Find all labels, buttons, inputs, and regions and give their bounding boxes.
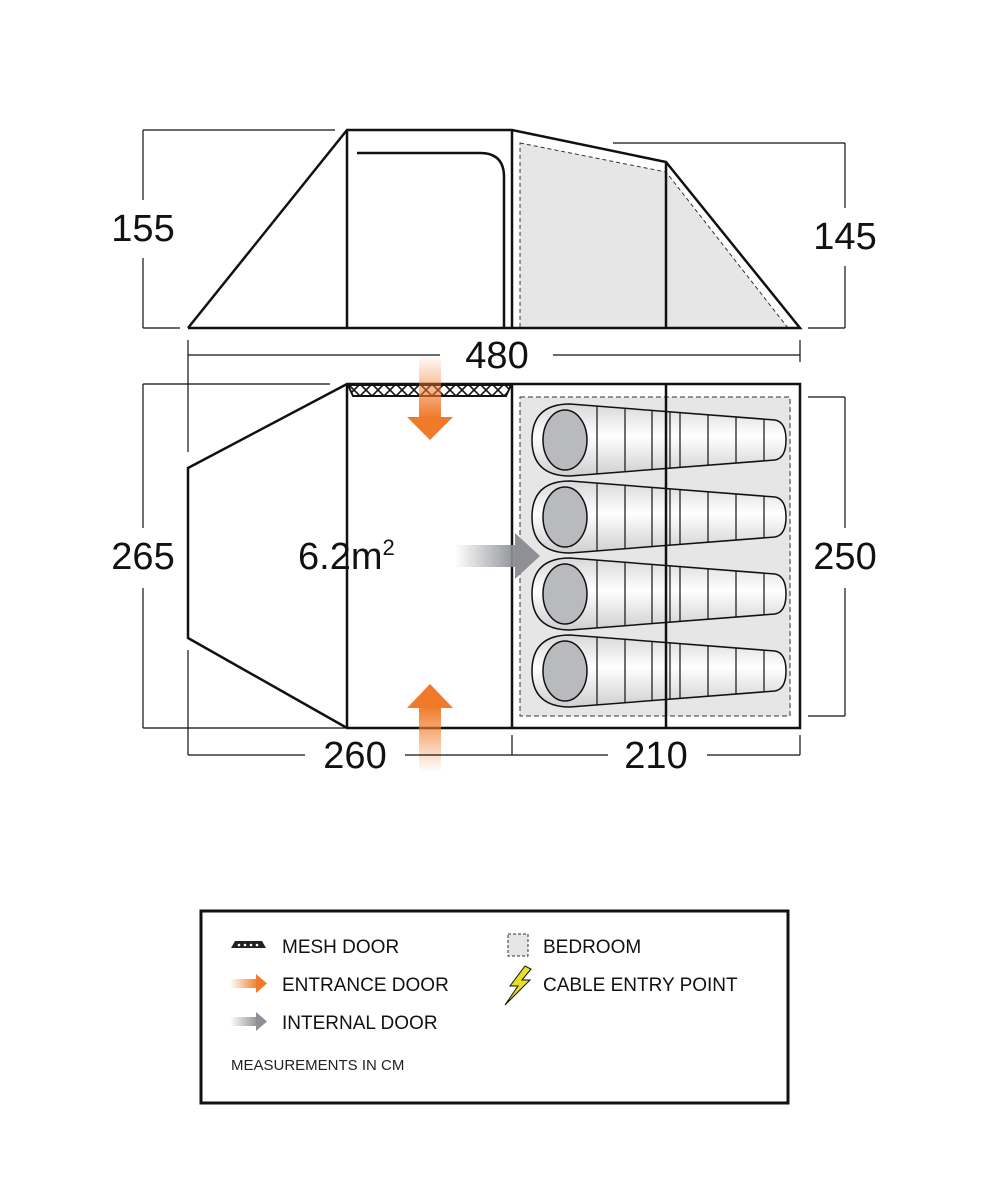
height-right-label: 145 [813,216,876,258]
living-length-label: 260 [323,735,386,777]
bedroom-elevation [519,142,790,329]
legend: MESH DOOR ENTRANCE DOOR INTERNAL DOOR BE… [199,909,790,1105]
gray-arrow-icon [230,1012,267,1031]
mesh-door-icon [231,941,266,948]
sleeping-bag-icon [531,634,787,708]
dashed-square-icon [507,933,529,957]
legend-label: BEDROOM [543,937,641,958]
sleeping-bags [531,403,787,708]
sleeping-bag-icon [531,403,787,477]
sleeping-bag-icon [531,557,787,631]
floor-dimension-lines [142,383,846,756]
area-label: 6.2m2 [298,535,395,578]
legend-label: CABLE ENTRY POINT [543,975,738,996]
internal-door-arrow [455,533,540,579]
bedroom-length-label: 210 [624,735,687,777]
orange-arrow-icon [230,974,267,993]
side-elevation [187,128,803,330]
height-left-label: 155 [111,208,174,250]
width-left-label: 265 [111,536,174,578]
width-right-label: 250 [813,536,876,578]
legend-label: MESH DOOR [282,937,399,958]
door-outline [357,151,506,328]
floor-plan [186,382,802,730]
measurement-note: MEASUREMENTS IN CM [231,1057,404,1074]
legend-label: ENTRANCE DOOR [282,975,449,996]
total-length-label: 480 [465,335,528,377]
elevation-dimension-lines [142,129,846,452]
lightning-icon [504,965,532,1006]
sleeping-bag-icon [531,480,787,554]
entrance-door-arrow-top [407,355,453,440]
legend-label: INTERNAL DOOR [282,1013,438,1034]
